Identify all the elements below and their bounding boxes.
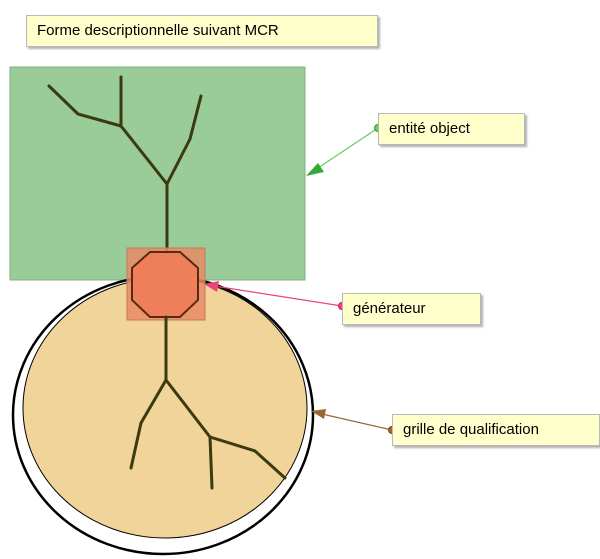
callout-grille-de-qualification: grille de qualification bbox=[392, 414, 600, 446]
callout-generateur: générateur bbox=[342, 293, 481, 325]
generator-octagon bbox=[132, 252, 198, 317]
connector-grille bbox=[311, 409, 396, 434]
connector-entite bbox=[306, 125, 382, 177]
diagram-title: Forme descriptionnelle suivant MCR bbox=[26, 15, 378, 47]
callout-entite-object: entité object bbox=[378, 113, 525, 145]
